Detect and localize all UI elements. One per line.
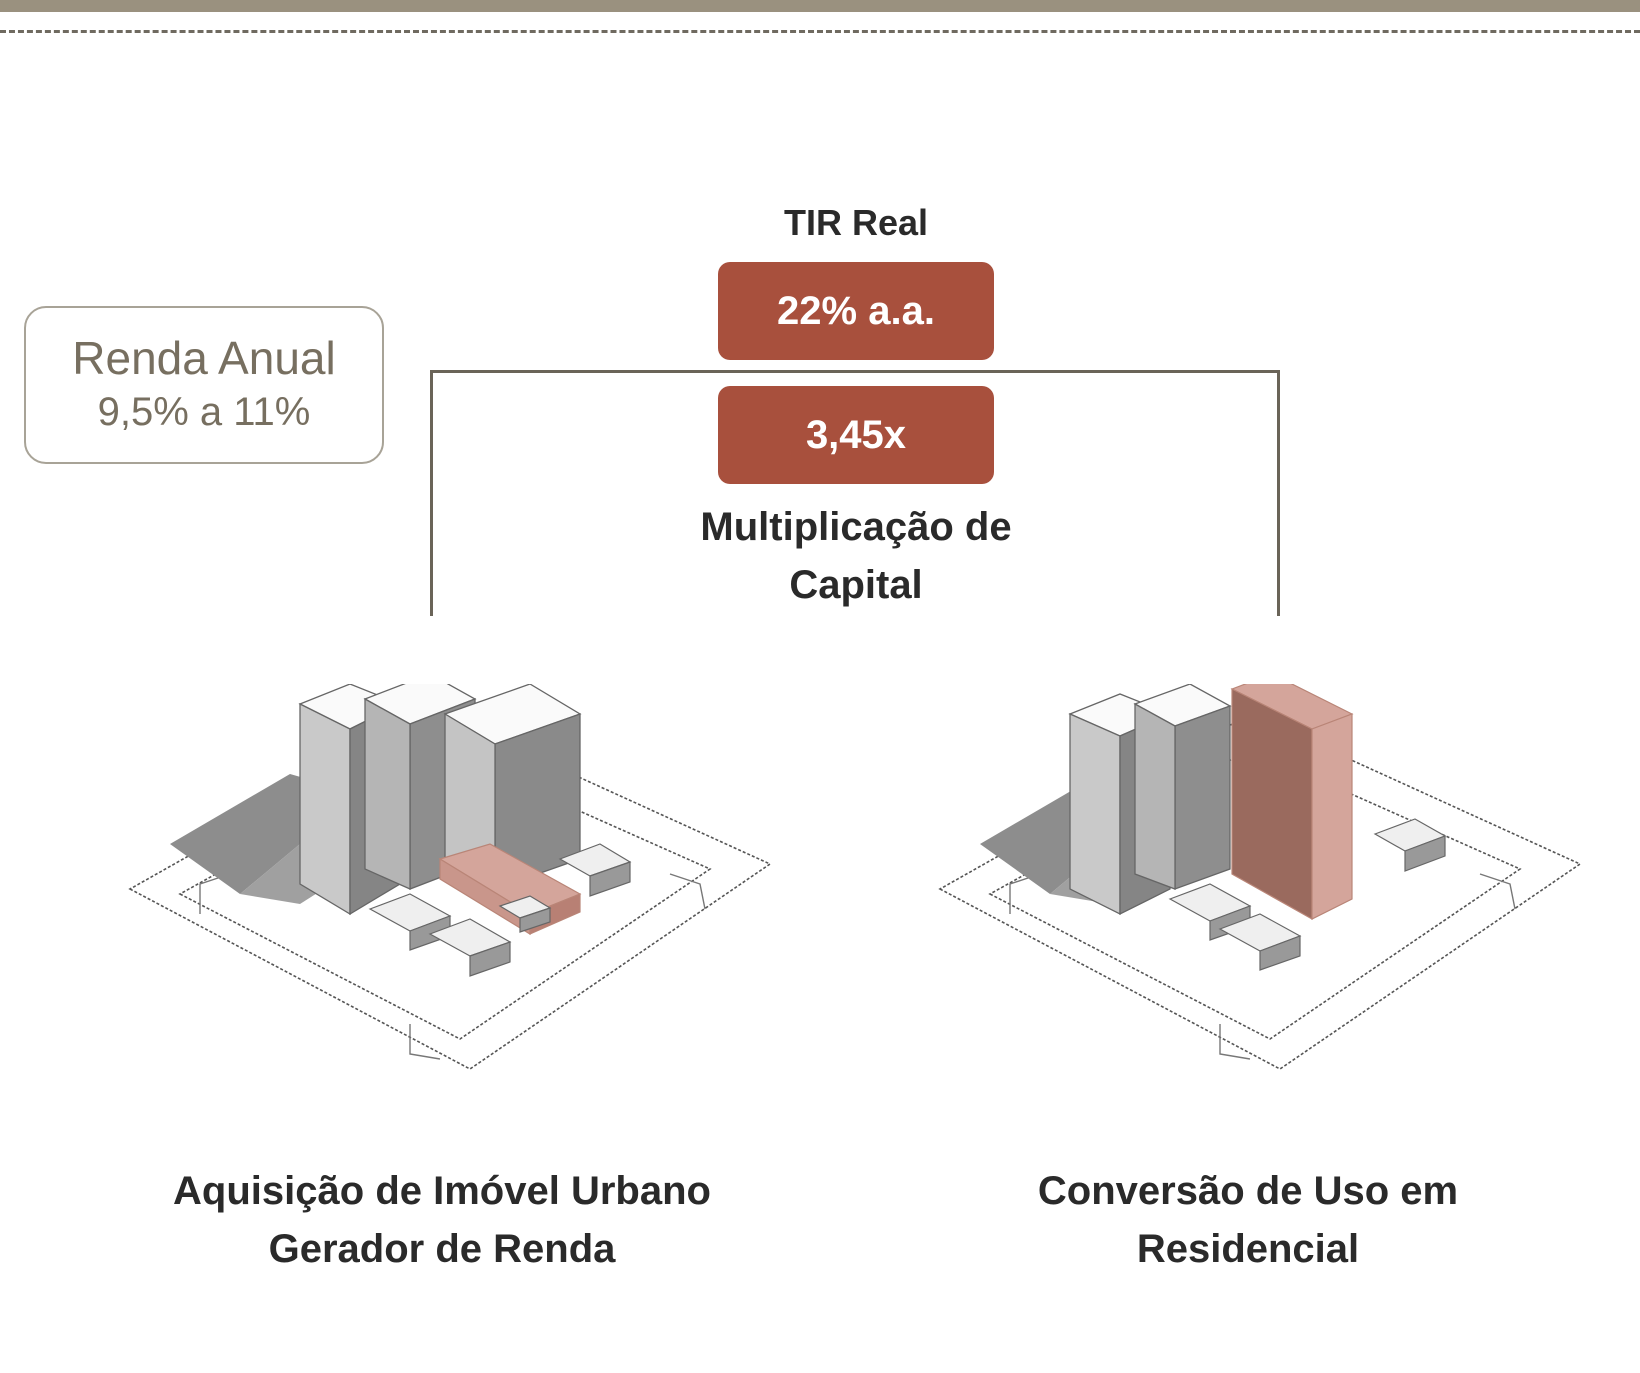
caption-line: Aquisição de Imóvel Urbano xyxy=(173,1169,711,1213)
renda-anual-value: 9,5% a 11% xyxy=(97,390,311,434)
renda-anual-box: Renda Anual 9,5% a 11% xyxy=(24,306,384,464)
multiplication-label-line1: Multiplicação de xyxy=(700,505,1012,549)
scene-acquisition-illustration xyxy=(110,684,830,1124)
renda-anual-title: Renda Anual xyxy=(72,332,336,384)
isometric-block-illustration xyxy=(938,684,1582,1070)
isometric-block-illustration xyxy=(128,684,772,1070)
scenario-caption-conversion: Conversão de Uso em Residencial xyxy=(898,1162,1598,1278)
tir-value-badge: 22% a.a. xyxy=(718,262,994,360)
caption-line: Residencial xyxy=(1136,1227,1360,1271)
multiplication-label: Multiplicação de Capital xyxy=(640,498,1072,614)
scenario-caption-acquisition: Aquisição de Imóvel Urbano Gerador de Re… xyxy=(92,1162,792,1278)
multiplication-value-badge: 3,45x xyxy=(718,386,994,484)
caption-line: Gerador de Renda xyxy=(268,1227,616,1271)
dashed-divider xyxy=(0,30,1640,33)
caption-line: Conversão de Uso em xyxy=(1037,1169,1459,1213)
multiplication-label-line2: Capital xyxy=(789,563,923,607)
scene-conversion-illustration xyxy=(920,684,1640,1124)
connector-bracket xyxy=(430,370,1280,616)
tir-label: TIR Real xyxy=(783,202,929,243)
header-band xyxy=(0,0,1640,12)
